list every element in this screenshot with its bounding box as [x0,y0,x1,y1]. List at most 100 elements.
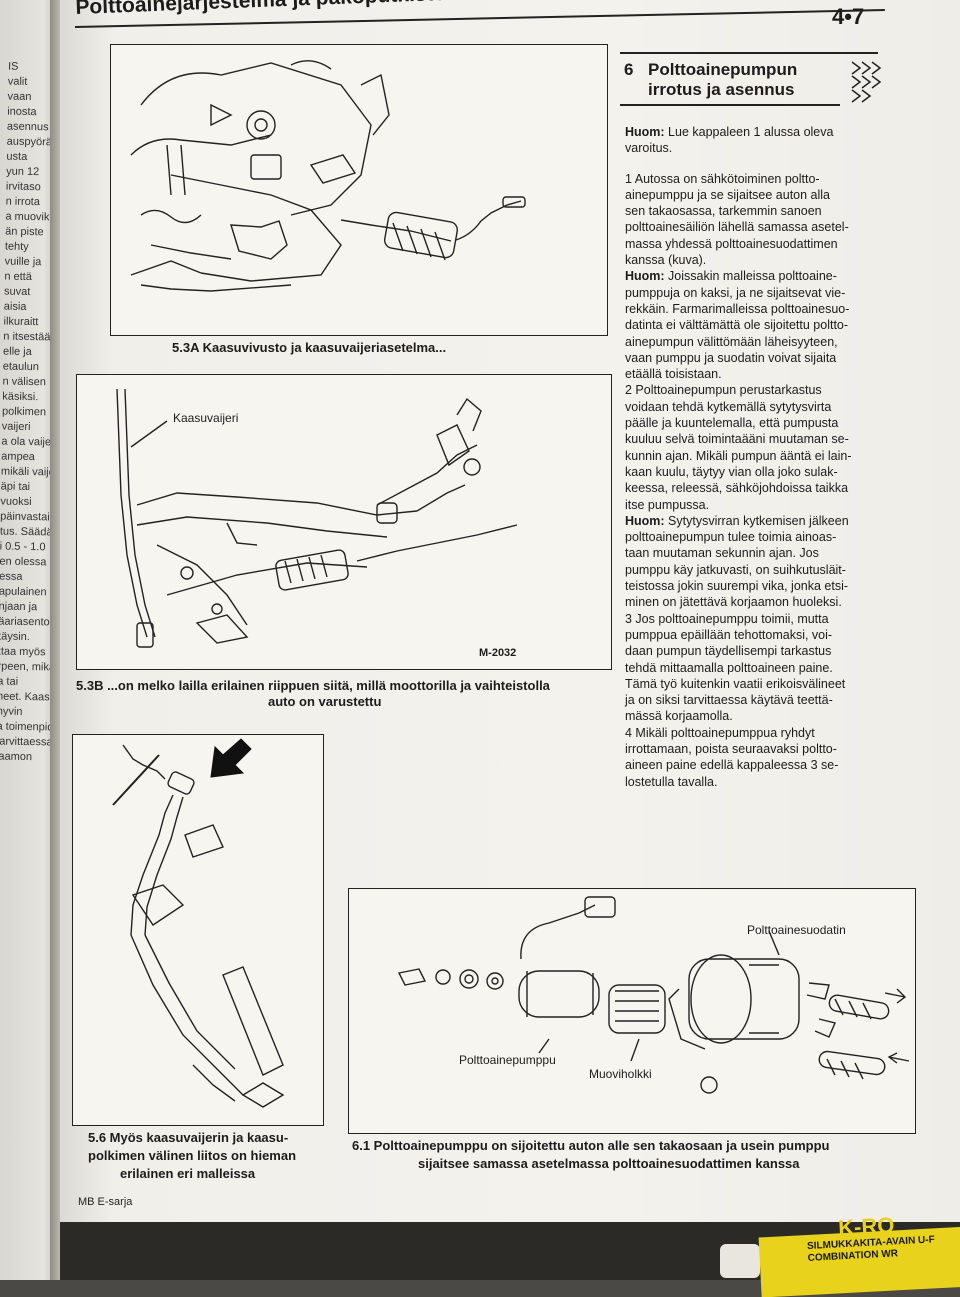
body-line-text: etäällä toisistaan. [625,367,722,382]
left-page-fragment: polkimen [1,405,47,419]
body-line-text: Tämä työ kuitenkin vaatii erikoisvälinee… [625,676,846,691]
throttle-cable-illustration [116,388,518,648]
note-label: Huom: [625,269,665,284]
left-page-fragment: tarvittaessa [0,735,51,749]
body-line: kanssa (kuva). [625,252,910,268]
left-page-fragment: n välisen [2,375,47,389]
caption-6-1-line-1: 6.1 Polttoainepumppu on sijoitettu auton… [352,1138,830,1153]
body-line-text: 1 Autossa on sähkötoiminen poltto- [625,171,820,186]
body-line: pumppuja on kaksi, ja ne sijaitsevat vie… [625,285,910,301]
pointer-arrow-icon [210,738,252,778]
left-page-fragment: tus. Säädä [0,525,53,539]
throttle-linkage-illustration [130,60,526,292]
body-line-text: Sytytysvirran kytkemisen jälkeen [664,513,849,528]
body-line: 2 Polttoainepumpun perustarkastus [625,382,910,398]
body-line-text: kaan kuulu, täytyy vian olla joko sulak- [625,464,838,479]
figure-5-3a [110,44,608,336]
figure-6-1: Polttoainesuodatin Polttoainepumppu Muov… [348,888,916,1134]
body-line-text: voidaan tehdä kytkemällä sytytysvirta [625,399,832,414]
caption-5-3b-line-1: 5.3B ...on melko lailla erilainen riippu… [76,678,550,693]
body-line: 3 Jos polttoainepumppu toimii, mutta [625,611,910,627]
left-page-fragment: njaan ja [0,600,38,614]
body-line: Huom: Lue kappaleen 1 alussa oleva [625,124,910,140]
body-line-text: mässä korjaamolla. [625,709,733,724]
body-line: lostetulla tavalla. [625,774,910,790]
figure-5-6 [72,734,324,1126]
body-line-text: kunnin ajan. Mikäli pumpun ääntä ei lain… [625,448,852,463]
white-object [720,1244,760,1278]
body-line-text: sen takaosassa, tarkemmin sanoen [625,204,822,219]
left-page-fragment: i 0.5 - 1.0 [0,540,46,554]
left-page-fragment: täysin. [0,630,30,644]
body-line-text: datinta ei välttämättä ole sijoitettu po… [625,318,849,333]
body-line: pumppu käy jatkuvasti, on suihkutusläit- [625,562,910,578]
left-page-fragment: rpeen, mikäli [0,660,52,674]
note-label: Huom: [625,125,665,139]
left-page-fragment: mikäli vaijeri [0,465,56,479]
caption-6-1-line-2: sijaitsee samassa asetelmassa polttoaine… [418,1156,800,1171]
body-line-text: 3 Jos polttoainepumppu toimii, mutta [625,611,829,626]
label-fuel-filter: Polttoainesuodatin [747,923,846,937]
body-line: keessa, releessä, sähköjohdoissa taikka [625,480,910,496]
section-rule-top [620,52,878,54]
left-page-fragment: vuoksi [0,495,32,509]
left-page-fragment: ampea [1,450,35,464]
left-page-fragment: neet. Kaasu [0,690,52,704]
body-line: itse pumpussa. [625,497,910,513]
series-footer: MB E-sarja [78,1196,133,1208]
section-title-line-2: irrotus ja asennus [648,80,795,99]
section-title-line-1: Polttoainepumpun [648,60,798,79]
body-line-text: daan pumpun täydellisempi tarkastus [625,644,832,659]
body-line-text: teistossa jokin suurempi vika, jonka ets… [625,579,849,594]
left-page-fragment: vaijeri [1,420,31,434]
body-line-text: varoitus. [625,141,673,156]
paragraph-gap [625,157,910,171]
body-line: mässä korjaamolla. [625,708,910,724]
left-page-fragment: essa [0,570,23,583]
body-line-text: pumppuja on kaksi, ja ne sijaitsevat vie… [625,285,846,300]
left-page-fragment: ttaa myös [0,645,46,659]
body-line-text: rekkäin. Farmarimalleissa polttoainesuo- [625,301,850,316]
body-line-text: kanssa (kuva). [625,253,707,268]
body-line-text: Joissakin malleissa polttoaine- [664,269,837,284]
body-line: kaan kuulu, täytyy vian olla joko sulak- [625,464,910,480]
wrench-difficulty-icon [851,61,882,103]
body-line: tehdä mittaamalla polttoaineen paine. [625,660,910,676]
left-page-fragment: a toimenpide [0,720,51,734]
body-line: Huom: Joissakin malleissa polttoaine- [625,268,910,284]
body-line-text: päälle ja kuuntelemalla, että pumpusta [625,416,839,431]
body-line: daan pumpun täydellisempi tarkastus [625,643,910,659]
caption-5-3a: 5.3A Kaasuvivusto ja kaasuvaijeriasetelm… [172,340,447,355]
left-page-fragment: etaulun [2,360,39,374]
body-line: vaan pumppu ja suodatin voivat sijaita [625,350,910,366]
body-line-text: 2 Polttoainepumpun perustarkastus [625,383,822,398]
body-line: ainepumpun välittömään läheisyyteen, [625,334,910,350]
note-label: Huom: [625,513,665,528]
body-line: polttoainesäiliön lähellä samassa asetel… [625,219,910,235]
section-number: 6 [624,60,634,79]
section-rule-bottom [620,104,840,106]
caption-5-6-line-3: erilainen eri malleissa [120,1166,256,1181]
body-line: rekkäin. Farmarimalleissa polttoainesuo- [625,301,910,317]
body-line-text: ainepumpun välittömään läheisyyteen, [625,334,838,349]
left-page-fragment: käsiksi. [2,390,39,404]
body-line: päälle ja kuuntelemalla, että pumpusta [625,415,910,431]
body-line: polttoainepumpun tulee toimia ainoas- [625,529,910,545]
left-page-fragment: hyvin [0,705,23,718]
label-fuel-pump: Polttoainepumppu [459,1053,556,1067]
body-line-text: taan muutaman sekunnin ajan. Jos [625,546,819,561]
body-line-text: vaan pumppu ja suodatin voivat sijaita [625,350,837,365]
body-line: pumppua epäillään tehottomaksi, voi- [625,627,910,643]
tool-card: K-RO SILMUKKAKITA-AVAIN U-F COMBINATION … [758,1212,960,1297]
body-line: etäällä toisistaan. [625,366,910,382]
body-line: Huom: Sytytysvirran kytkemisen jälkeen [625,513,910,529]
body-line-text: massa yhdessä polttoainesuodattimen [625,236,838,251]
body-line: datinta ei välttämättä ole sijoitettu po… [625,317,910,333]
body-line-text: ainepumppu ja se sijaitsee auton alla [625,187,830,202]
left-page-fragment: äariasento [0,615,50,629]
body-line-text: irrottamaan, poista seuraavaksi poltto- [625,741,837,756]
left-page-fragment: apulainen [0,585,47,599]
left-page-fragment: en olessa [0,555,47,569]
body-line: 4 Mikäli polttoainepumppua ryhdyt [625,725,910,741]
